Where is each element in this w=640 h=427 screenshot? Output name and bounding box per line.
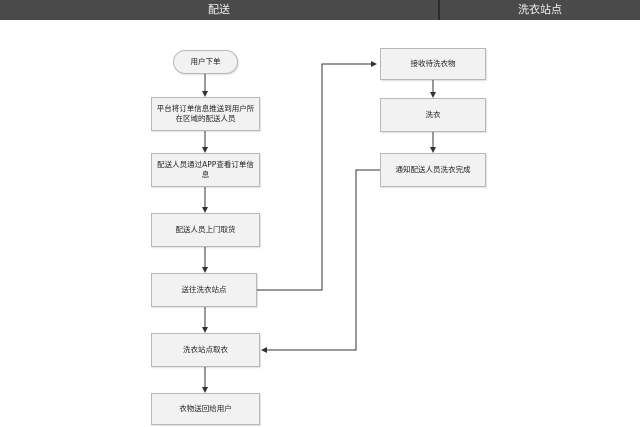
arrow-notify-to-collect	[261, 169, 380, 353]
arrow-deliver-to-receive	[257, 61, 377, 291]
step-collect-from-station: 洗衣站点取衣	[151, 333, 260, 367]
start-node: 用户下单	[173, 50, 238, 74]
step-view-order: 配送人员通过APP查看订单信息	[151, 153, 260, 187]
step-deliver-to-station: 送往洗衣站点	[151, 273, 257, 307]
step-receive-laundry: 接收待洗衣物	[380, 48, 486, 80]
step-wash: 洗衣	[380, 98, 486, 132]
step-notify-complete: 通知配送人员洗衣完成	[380, 153, 486, 187]
step-return-to-user: 衣物送回给用户	[151, 393, 260, 425]
step-pickup: 配送人员上门取货	[151, 213, 260, 247]
lane-header-laundry-station: 洗衣站点	[440, 0, 640, 20]
step-push-order: 平台将订单信息推送到用户所在区域的配送人员	[151, 97, 260, 131]
lane-header-delivery: 配送	[0, 0, 440, 20]
